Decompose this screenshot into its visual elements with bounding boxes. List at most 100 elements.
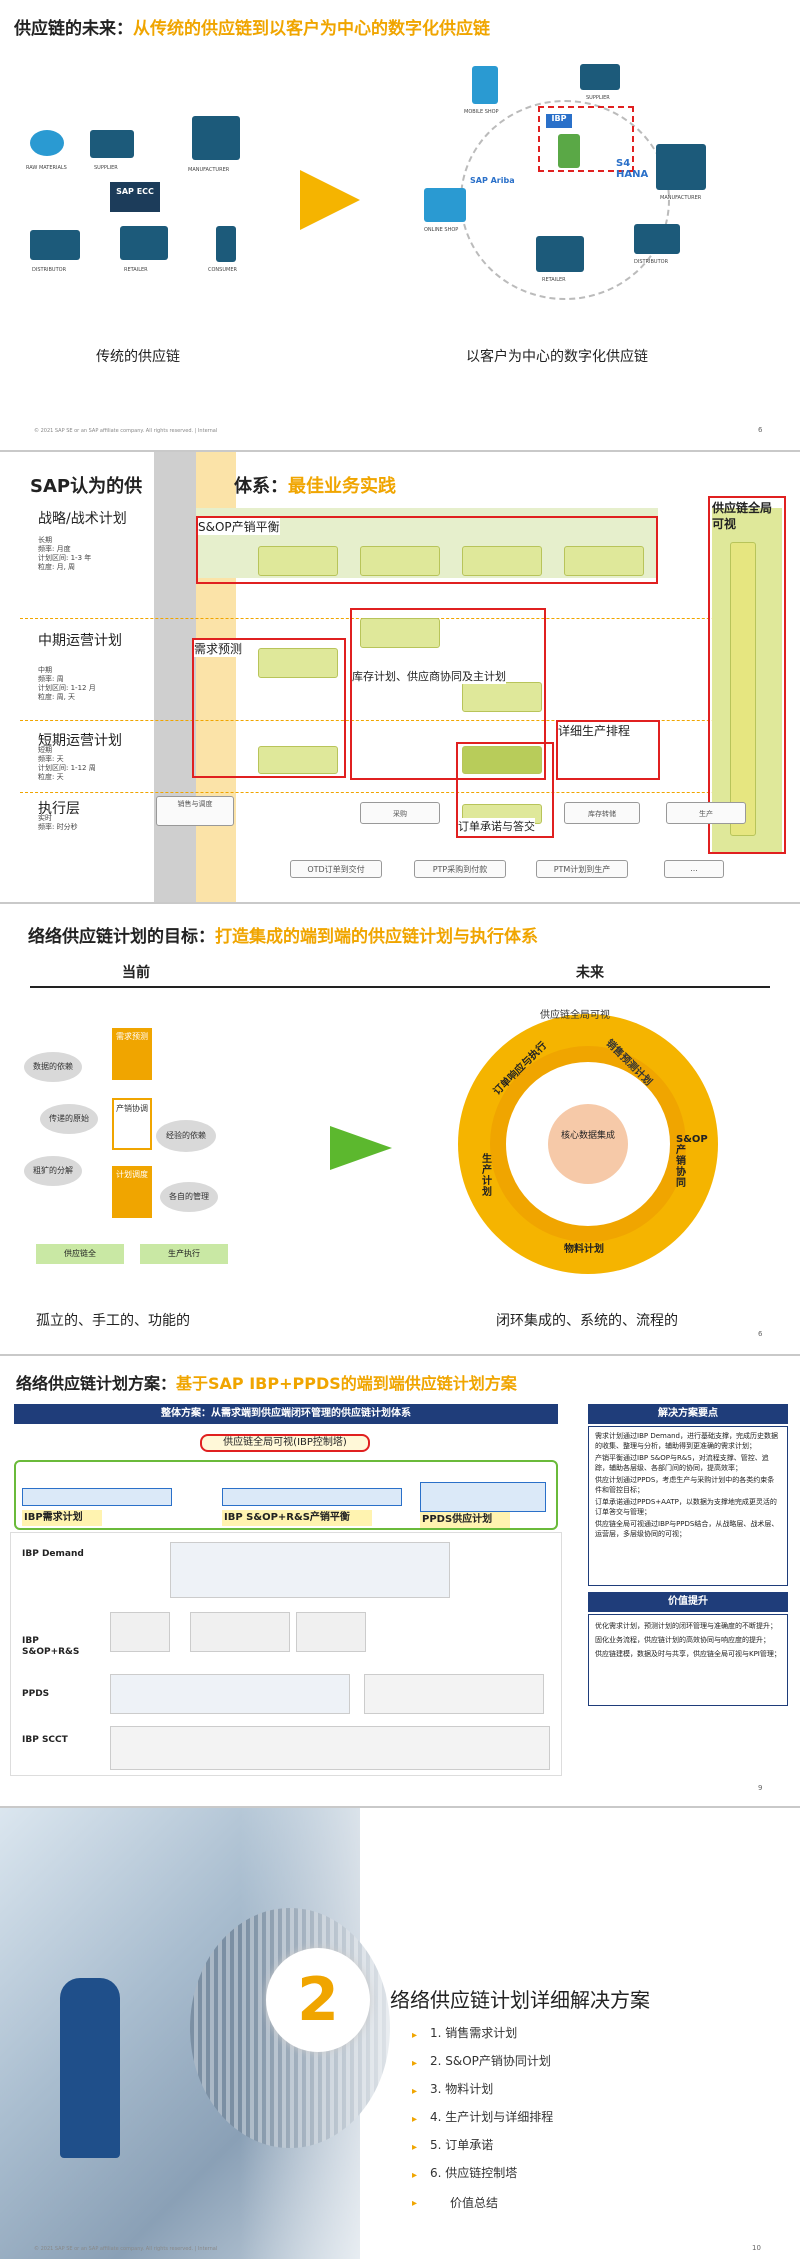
key-point: 产销平衡通过IBP S&OP与R&S，对流程支撑、管控、追踪，辅助各层级、各部门… <box>595 1453 781 1473</box>
supplier-icon <box>90 130 134 158</box>
toc-item[interactable]: 价值总结 <box>450 2194 498 2211</box>
demand-label: 需求预测 <box>194 640 242 657</box>
row-midterm-detail: 中期 <box>38 666 96 675</box>
flow-row <box>222 1488 402 1506</box>
rough-split-ellipse: 粗犷的分解 <box>24 1156 82 1186</box>
more-box: ... <box>664 860 724 878</box>
section-title: 络络供应链计划详细解决方案 <box>390 1984 650 2013</box>
slide2-title-highlight: 最佳业务实践 <box>288 476 396 497</box>
exec-purchase-box: 采购 <box>360 802 440 824</box>
slide1-footer: © 2021 SAP SE or an SAP affiliate compan… <box>34 428 217 434</box>
supplier-label-right: SUPPLIER <box>586 94 610 103</box>
distributor-icon-right <box>634 224 680 254</box>
toc-item[interactable]: 2. S&OP产销协同计划 <box>430 2052 551 2069</box>
row-shortterm-detail: 短期 <box>38 746 96 755</box>
exec-sales-box: 销售与调度 <box>156 796 234 826</box>
toc-item[interactable]: 3. 物料计划 <box>430 2080 493 2097</box>
slide-4: 络络供应链计划方案：基于SAP IBP+PPDS的端到端供应链计划方案 整体方案… <box>0 1356 800 1806</box>
slide4-title-highlight: 基于SAP IBP+PPDS的端到端供应链计划方案 <box>176 1374 517 1393</box>
slide1-title-prefix: 供应链的未来： <box>14 19 133 39</box>
demand-highlight <box>192 638 346 778</box>
toc-bullets: ▸▸▸▸▸▸▸ <box>412 2022 417 2218</box>
slide-5: 2 络络供应链计划详细解决方案 1. 销售需求计划 2. S&OP产销协同计划 … <box>0 1808 800 2259</box>
visibility-label: 供应链全局可视 <box>712 500 772 532</box>
row-strategic-details: 长期 频率: 月度 计划区间: 1-3 年 粒度: 月, 周 <box>38 536 91 572</box>
value-item: 优化需求计划，预测计划的闭环管理与准确度的不断提升； <box>595 1621 781 1632</box>
slide-2: SAP认为的供 体系：最佳业务实践 战略/战术计划 长期 频率: 月度 计划区间… <box>0 452 800 902</box>
atp-label: 订单承诺与答交 <box>458 818 535 834</box>
slide1-title: 供应链的未来：从传统的供应链到以客户为中心的数字化供应链 <box>14 14 490 39</box>
flow-row <box>22 1488 172 1506</box>
toc-item[interactable]: 6. 供应链控制塔 <box>430 2164 517 2181</box>
toc-item[interactable]: 4. 生产计划与详细排程 <box>430 2108 553 2125</box>
left-panel-frame <box>10 1532 562 1776</box>
consumer-label: CONSUMER <box>208 266 237 275</box>
row-strategic-detail: 长期 <box>38 536 91 545</box>
slide4-page-number: 9 <box>758 1784 762 1792</box>
row-strategic-title: 战略/战术计划 <box>38 508 127 528</box>
visibility-banner: 供应链全局可视(IBP控制塔) <box>200 1434 370 1452</box>
retailer-icon <box>120 226 168 260</box>
raw-transfer-ellipse: 传递的原始 <box>40 1104 98 1134</box>
group-ibp-sop: IBP S&OP+R&S产销平衡 <box>222 1510 372 1526</box>
supplier-label: SUPPLIER <box>94 164 118 173</box>
slide2-title-rest: 体系：最佳业务实践 <box>234 472 396 498</box>
ring-label-production: 生产计划 <box>482 1154 496 1198</box>
future-caption: 闭环集成的、系统的、流程的 <box>496 1310 678 1330</box>
current-caption: 孤立的、手工的、功能的 <box>36 1310 190 1330</box>
mobile-shop-label: MOBILE SHOP <box>464 108 499 117</box>
inventory-label: 库存计划、供应商协同及主计划 <box>352 668 506 684</box>
row-midterm-detail: 频率: 周 <box>38 675 96 684</box>
row-shortterm-detail: 粒度: 天 <box>38 773 96 782</box>
key-point: 供应计划通过PPDS，考虑生产与采购计划中的各类约束条件和管控目标； <box>595 1475 781 1495</box>
solution-header: 整体方案：从需求端到供应端闭环管理的供应链计划体系 <box>14 1404 558 1424</box>
core-data-circle: 核心数据集成 <box>548 1104 628 1184</box>
slide4-title: 络络供应链计划方案：基于SAP IBP+PPDS的端到端供应链计划方案 <box>16 1370 517 1394</box>
key-point: 需求计划通过IBP Demand，进行基础支撑，完成历史数据的收集、整理与分析，… <box>595 1431 781 1451</box>
slide2-title: SAP认为的供 <box>30 472 142 498</box>
worker-figure <box>60 1978 120 2158</box>
slide5-page-number: 10 <box>752 2244 761 2252</box>
slide1-page-number: 6 <box>758 426 762 434</box>
toc-item[interactable]: 5. 订单承诺 <box>430 2136 493 2153</box>
ring-label-visibility: 供应链全局可视 <box>540 1006 610 1021</box>
raw-materials-icon <box>30 130 64 156</box>
plan-schedule-arrow: 计划调度 <box>112 1166 152 1218</box>
exec-production-box: 生产 <box>666 802 746 824</box>
scheduling-label: 详细生产排程 <box>558 722 630 739</box>
chain-right-box: 生产执行 <box>140 1244 228 1264</box>
ring-label-sop: S&OP产销协同 <box>676 1134 690 1189</box>
row-strategic-detail: 粒度: 月, 周 <box>38 563 91 572</box>
slide3-page-number: 6 <box>758 1330 762 1338</box>
row-midterm-title: 中期运营计划 <box>38 630 122 650</box>
gray-column <box>154 452 196 902</box>
consumer-icon <box>216 226 236 262</box>
retailer-label: RETAILER <box>124 266 148 275</box>
demand-forecast-arrow: 需求预测 <box>112 1028 152 1080</box>
center-person-icon <box>558 134 580 168</box>
slide2-title-part1: SAP认为的供 <box>30 476 142 497</box>
slide5-footer: © 2021 SAP SE or an SAP affiliate compan… <box>34 2246 217 2252</box>
row-execution-detail: 实时 <box>38 814 78 823</box>
header-divider <box>30 986 770 988</box>
slide3-title-prefix: 络络供应链计划的目标： <box>28 927 215 947</box>
ptm-box: PTM计划到生产 <box>536 860 628 878</box>
manufacturer-label-right: MANUFACTURER <box>660 194 701 203</box>
manufacturer-label: MANUFACTURER <box>188 166 229 175</box>
row-shortterm-details: 短期 频率: 天 计划区间: 1-12 周 粒度: 天 <box>38 746 96 782</box>
flow-row <box>420 1482 546 1512</box>
slide4-title-prefix: 络络供应链计划方案： <box>16 1374 176 1393</box>
key-point: 订单承诺通过PPDS+AATP，以数据为支撑地完成更灵活的订单答交与管理； <box>595 1497 781 1517</box>
key-points-header: 解决方案要点 <box>588 1404 788 1424</box>
distributor-label-right: DISTRIBUTOR <box>634 258 668 267</box>
manufacturer-icon-right <box>656 144 706 190</box>
s4hana-badge: S4 HANA <box>616 158 660 184</box>
toc-item[interactable]: 1. 销售需求计划 <box>430 2024 517 2041</box>
distributor-icon <box>30 230 80 260</box>
group-ibp-demand: IBP需求计划 <box>22 1510 102 1526</box>
online-shop-label: ONLINE SHOP <box>424 226 458 235</box>
raw-materials-label: RAW MATERIALS <box>26 164 67 173</box>
row-strategic-detail: 频率: 月度 <box>38 545 91 554</box>
traditional-caption: 传统的供应链 <box>96 346 180 366</box>
transform-arrow-icon <box>300 170 360 230</box>
